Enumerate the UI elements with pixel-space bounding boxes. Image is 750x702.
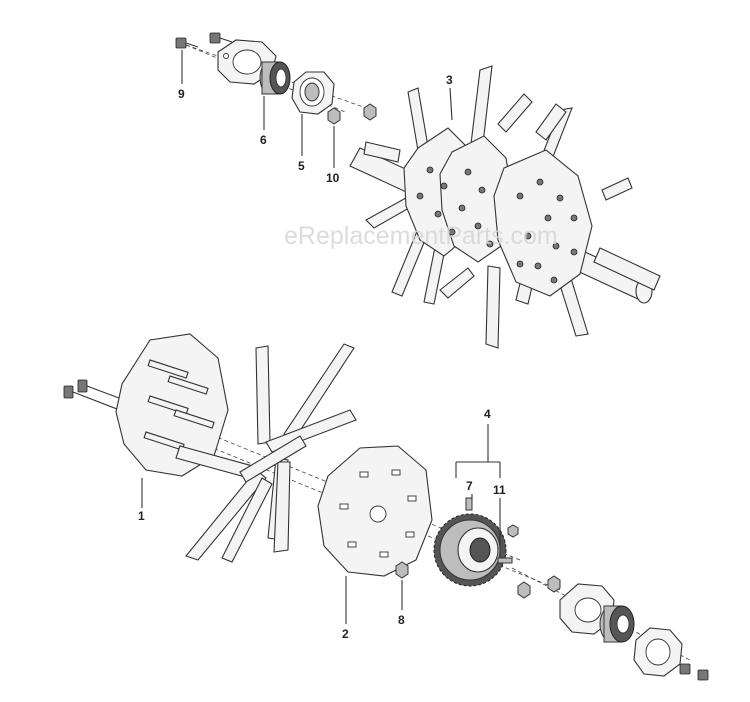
sprocket-assembly-part-4 (433, 424, 519, 587)
lower-bearing-stack (511, 567, 709, 681)
collar-lower (633, 627, 683, 677)
long-bolts (63, 379, 141, 415)
lower-tines (175, 343, 357, 563)
part-labels: 9 6 5 10 3 1 2 8 4 7 11 (138, 73, 506, 641)
watermark-text: eReplacementParts.com (284, 222, 558, 250)
nut-part-8 (395, 561, 409, 610)
upper-bearing-stack (175, 32, 377, 168)
sprocket (433, 513, 507, 587)
label-part-9: 9 (178, 87, 185, 101)
bolt-part-9 (175, 32, 233, 49)
label-part-8: 8 (398, 613, 405, 627)
label-part-11: 11 (493, 483, 506, 497)
bolts-lower (679, 663, 709, 681)
tine-assembly-part-1 (63, 333, 561, 591)
label-part-2: 2 (342, 627, 349, 641)
label-part-1: 1 (138, 509, 145, 523)
label-part-5: 5 (298, 159, 305, 173)
label-part-4: 4 (484, 407, 491, 421)
collar-part-5 (291, 71, 335, 115)
nut-part-10 (327, 103, 377, 125)
label-part-6: 6 (260, 133, 267, 147)
rotor-flanges (403, 127, 593, 297)
label-part-7: 7 (466, 479, 473, 493)
key-part-7 (465, 497, 473, 511)
bearing-part-6 (259, 61, 291, 95)
label-part-3: 3 (446, 73, 453, 87)
bearing-lower (599, 605, 635, 643)
plate-part-2 (317, 445, 433, 624)
tine-rotor-assembly-part-3 (349, 65, 661, 349)
label-part-10: 10 (326, 171, 340, 185)
flange-bolts (416, 166, 578, 284)
setscrew-part-11 (497, 524, 519, 564)
plate-slots (339, 469, 417, 558)
